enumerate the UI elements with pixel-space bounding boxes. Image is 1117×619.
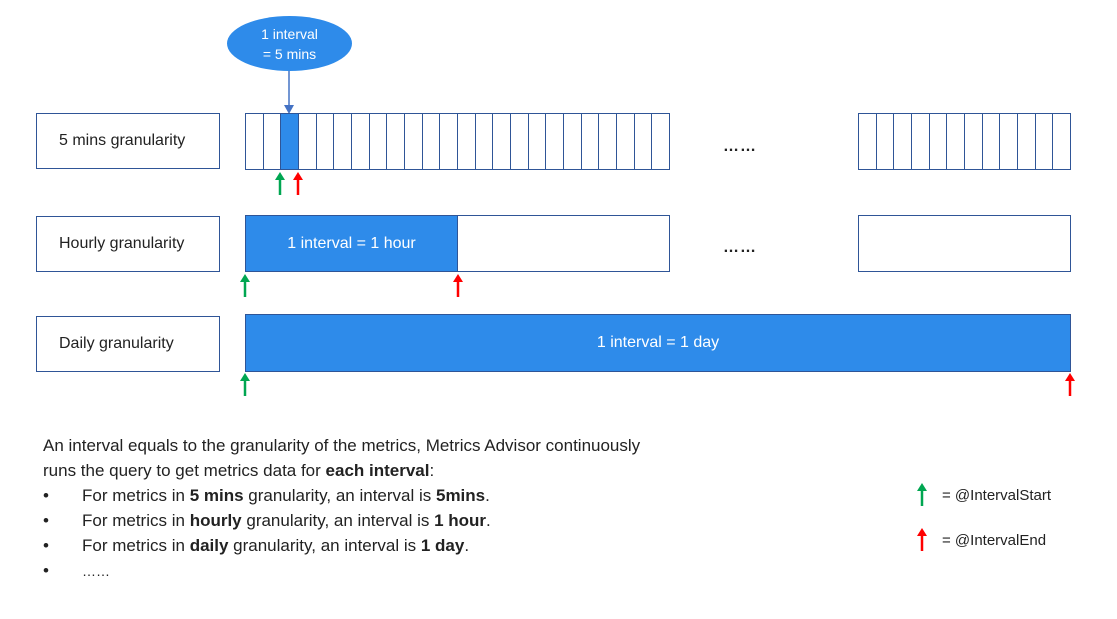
interval-cell	[264, 114, 282, 169]
bullet-dot: •	[43, 486, 49, 505]
interval-cell	[1018, 114, 1036, 169]
interval-cell	[1053, 114, 1070, 169]
interval-cell	[493, 114, 512, 169]
hourly-bar-right	[858, 215, 1071, 272]
description-line-2-bold: each interval	[325, 461, 430, 480]
five-min-interval-start-arrow	[275, 172, 285, 195]
hourly-ellipsis: ……	[723, 239, 757, 256]
bullet-item-daily: •For metrics in daily granularity, an in…	[43, 533, 763, 558]
interval-cell	[599, 114, 618, 169]
bubble-line-1: 1 interval	[261, 25, 318, 42]
interval-cell	[458, 114, 476, 169]
daily-interval-end-arrow	[1065, 373, 1075, 396]
daily-interval-start-arrow	[240, 373, 250, 396]
legend-interval-start: = @IntervalStart	[916, 483, 1051, 507]
description-line-2: runs the query to get metrics data for e…	[43, 458, 763, 483]
legend-start-label: = @IntervalStart	[942, 486, 1052, 504]
interval-cell	[317, 114, 335, 169]
interval-cell	[635, 114, 653, 169]
interval-cell	[965, 114, 983, 169]
bullet-list: •For metrics in 5 mins granularity, an i…	[43, 483, 763, 584]
five-min-ellipsis: ……	[723, 138, 757, 155]
interval-cell	[947, 114, 966, 169]
interval-cell	[582, 114, 600, 169]
hourly-interval-text: 1 interval = 1 hour	[287, 234, 416, 252]
five-min-granularity-label: 5 mins granularity	[36, 113, 220, 169]
daily-granularity-label: Daily granularity	[36, 316, 220, 372]
interval-cell	[652, 114, 669, 169]
interval-cell	[476, 114, 494, 169]
five-min-cells-left	[245, 113, 670, 170]
interval-cell	[440, 114, 459, 169]
bullet-item-more: •……	[43, 558, 763, 584]
interval-cell	[877, 114, 895, 169]
bubble-line-2: = 5 mins	[262, 45, 317, 62]
interval-cell	[511, 114, 529, 169]
description-line-2-pre: runs the query to get metrics data for	[43, 461, 326, 480]
interval-cell	[894, 114, 913, 169]
legend-interval-end: = @IntervalEnd	[916, 528, 1046, 552]
interval-cell	[529, 114, 547, 169]
hourly-interval-end-arrow	[453, 274, 463, 297]
interval-cell	[387, 114, 406, 169]
bullet-item-hourly: •For metrics in hourly granularity, an i…	[43, 508, 763, 533]
bullet-dot: •	[43, 561, 49, 580]
green-up-arrow-icon	[917, 483, 927, 506]
bullet-item-five-min: •For metrics in 5 mins granularity, an i…	[43, 483, 763, 508]
callout-pointer-arrow	[284, 71, 294, 114]
bullet-dot: •	[43, 511, 49, 530]
interval-cell	[983, 114, 1001, 169]
five-min-cells-right	[858, 113, 1071, 170]
daily-interval-text: 1 interval = 1 day	[596, 334, 720, 351]
hourly-interval-start-arrow	[240, 274, 250, 297]
hourly-granularity-label: Hourly granularity	[36, 216, 220, 272]
five-min-interval-end-arrow	[293, 172, 303, 195]
interval-cell	[370, 114, 388, 169]
interval-cell	[423, 114, 441, 169]
description-line-2-post: :	[429, 461, 435, 480]
interval-cell	[352, 114, 370, 169]
bullet-dot: •	[43, 536, 49, 555]
hourly-interval-fill: 1 interval = 1 hour	[245, 215, 458, 272]
interval-cell	[1000, 114, 1019, 169]
red-up-arrow-icon	[917, 528, 927, 551]
interval-cell	[546, 114, 565, 169]
interval-cell	[299, 114, 317, 169]
legend-end-label: = @IntervalEnd	[942, 531, 1047, 549]
interval-cell	[617, 114, 635, 169]
interval-cell	[334, 114, 353, 169]
description-line-1: An interval equals to the granularity of…	[43, 436, 641, 455]
interval-cell	[1036, 114, 1054, 169]
interval-cell	[930, 114, 948, 169]
interval-cell	[912, 114, 930, 169]
interval-cell	[246, 114, 264, 169]
highlighted-interval-cell	[281, 114, 300, 169]
interval-cell	[859, 114, 877, 169]
interval-cell	[564, 114, 582, 169]
daily-interval-fill: 1 interval = 1 day	[245, 314, 1071, 372]
interval-cell	[405, 114, 423, 169]
interval-callout-bubble: 1 interval = 5 mins	[227, 16, 352, 71]
description-text: An interval equals to the granularity of…	[43, 433, 763, 584]
